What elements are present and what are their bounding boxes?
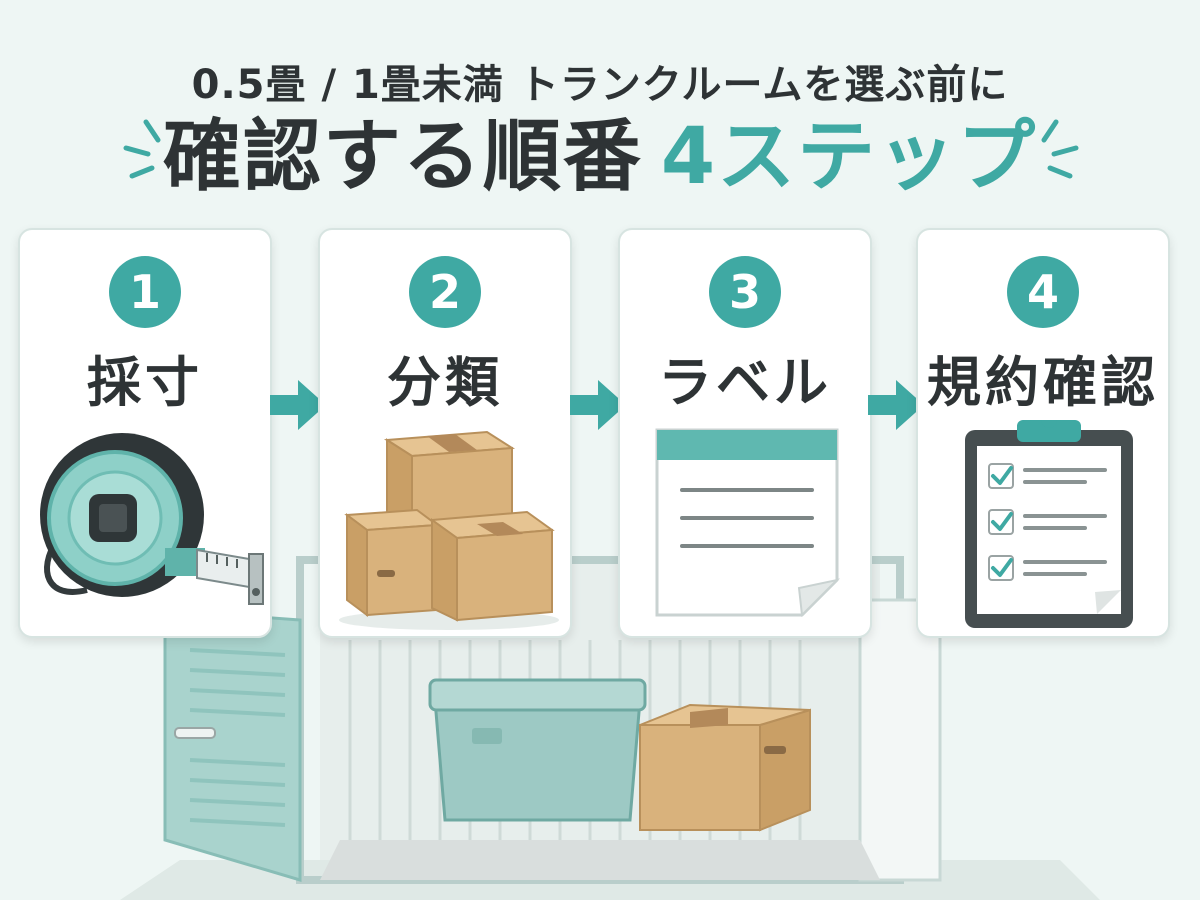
step-card-2: 2 分類 [318, 228, 572, 638]
emphasis-lines-right-icon [1041, 119, 1079, 179]
cardboard-boxes-icon [339, 430, 559, 630]
step-label: 採寸 [87, 351, 203, 414]
arrow-right-icon [270, 380, 326, 430]
label-sheet-icon [655, 428, 841, 618]
tape-measure-icon [40, 433, 264, 605]
page-subtitle: 0.5畳 / 1畳未満 トランクルームを選ぶ前に [191, 62, 1009, 108]
step-number-badge: 3 [709, 256, 781, 328]
arrow-right-icon [868, 380, 924, 430]
step-label: 分類 [387, 351, 503, 414]
clipboard-checklist-icon [965, 420, 1133, 628]
step-label: 規約確認 [927, 351, 1159, 414]
step-card-4: 4 規約確認 [916, 228, 1170, 638]
title-accent: 4ステップ [660, 112, 1038, 202]
emphasis-lines-left-icon [123, 119, 161, 179]
step-card-3: 3 ラベル [618, 228, 872, 638]
step-card-1: 1 採寸 [18, 228, 272, 638]
step-label: ラベル [658, 351, 832, 414]
arrow-right-icon [570, 380, 626, 430]
title-main: 確認する順番 [162, 112, 643, 202]
step-number-badge: 2 [409, 256, 481, 328]
step-number-badge: 1 [109, 256, 181, 328]
step-number-badge: 4 [1007, 256, 1079, 328]
